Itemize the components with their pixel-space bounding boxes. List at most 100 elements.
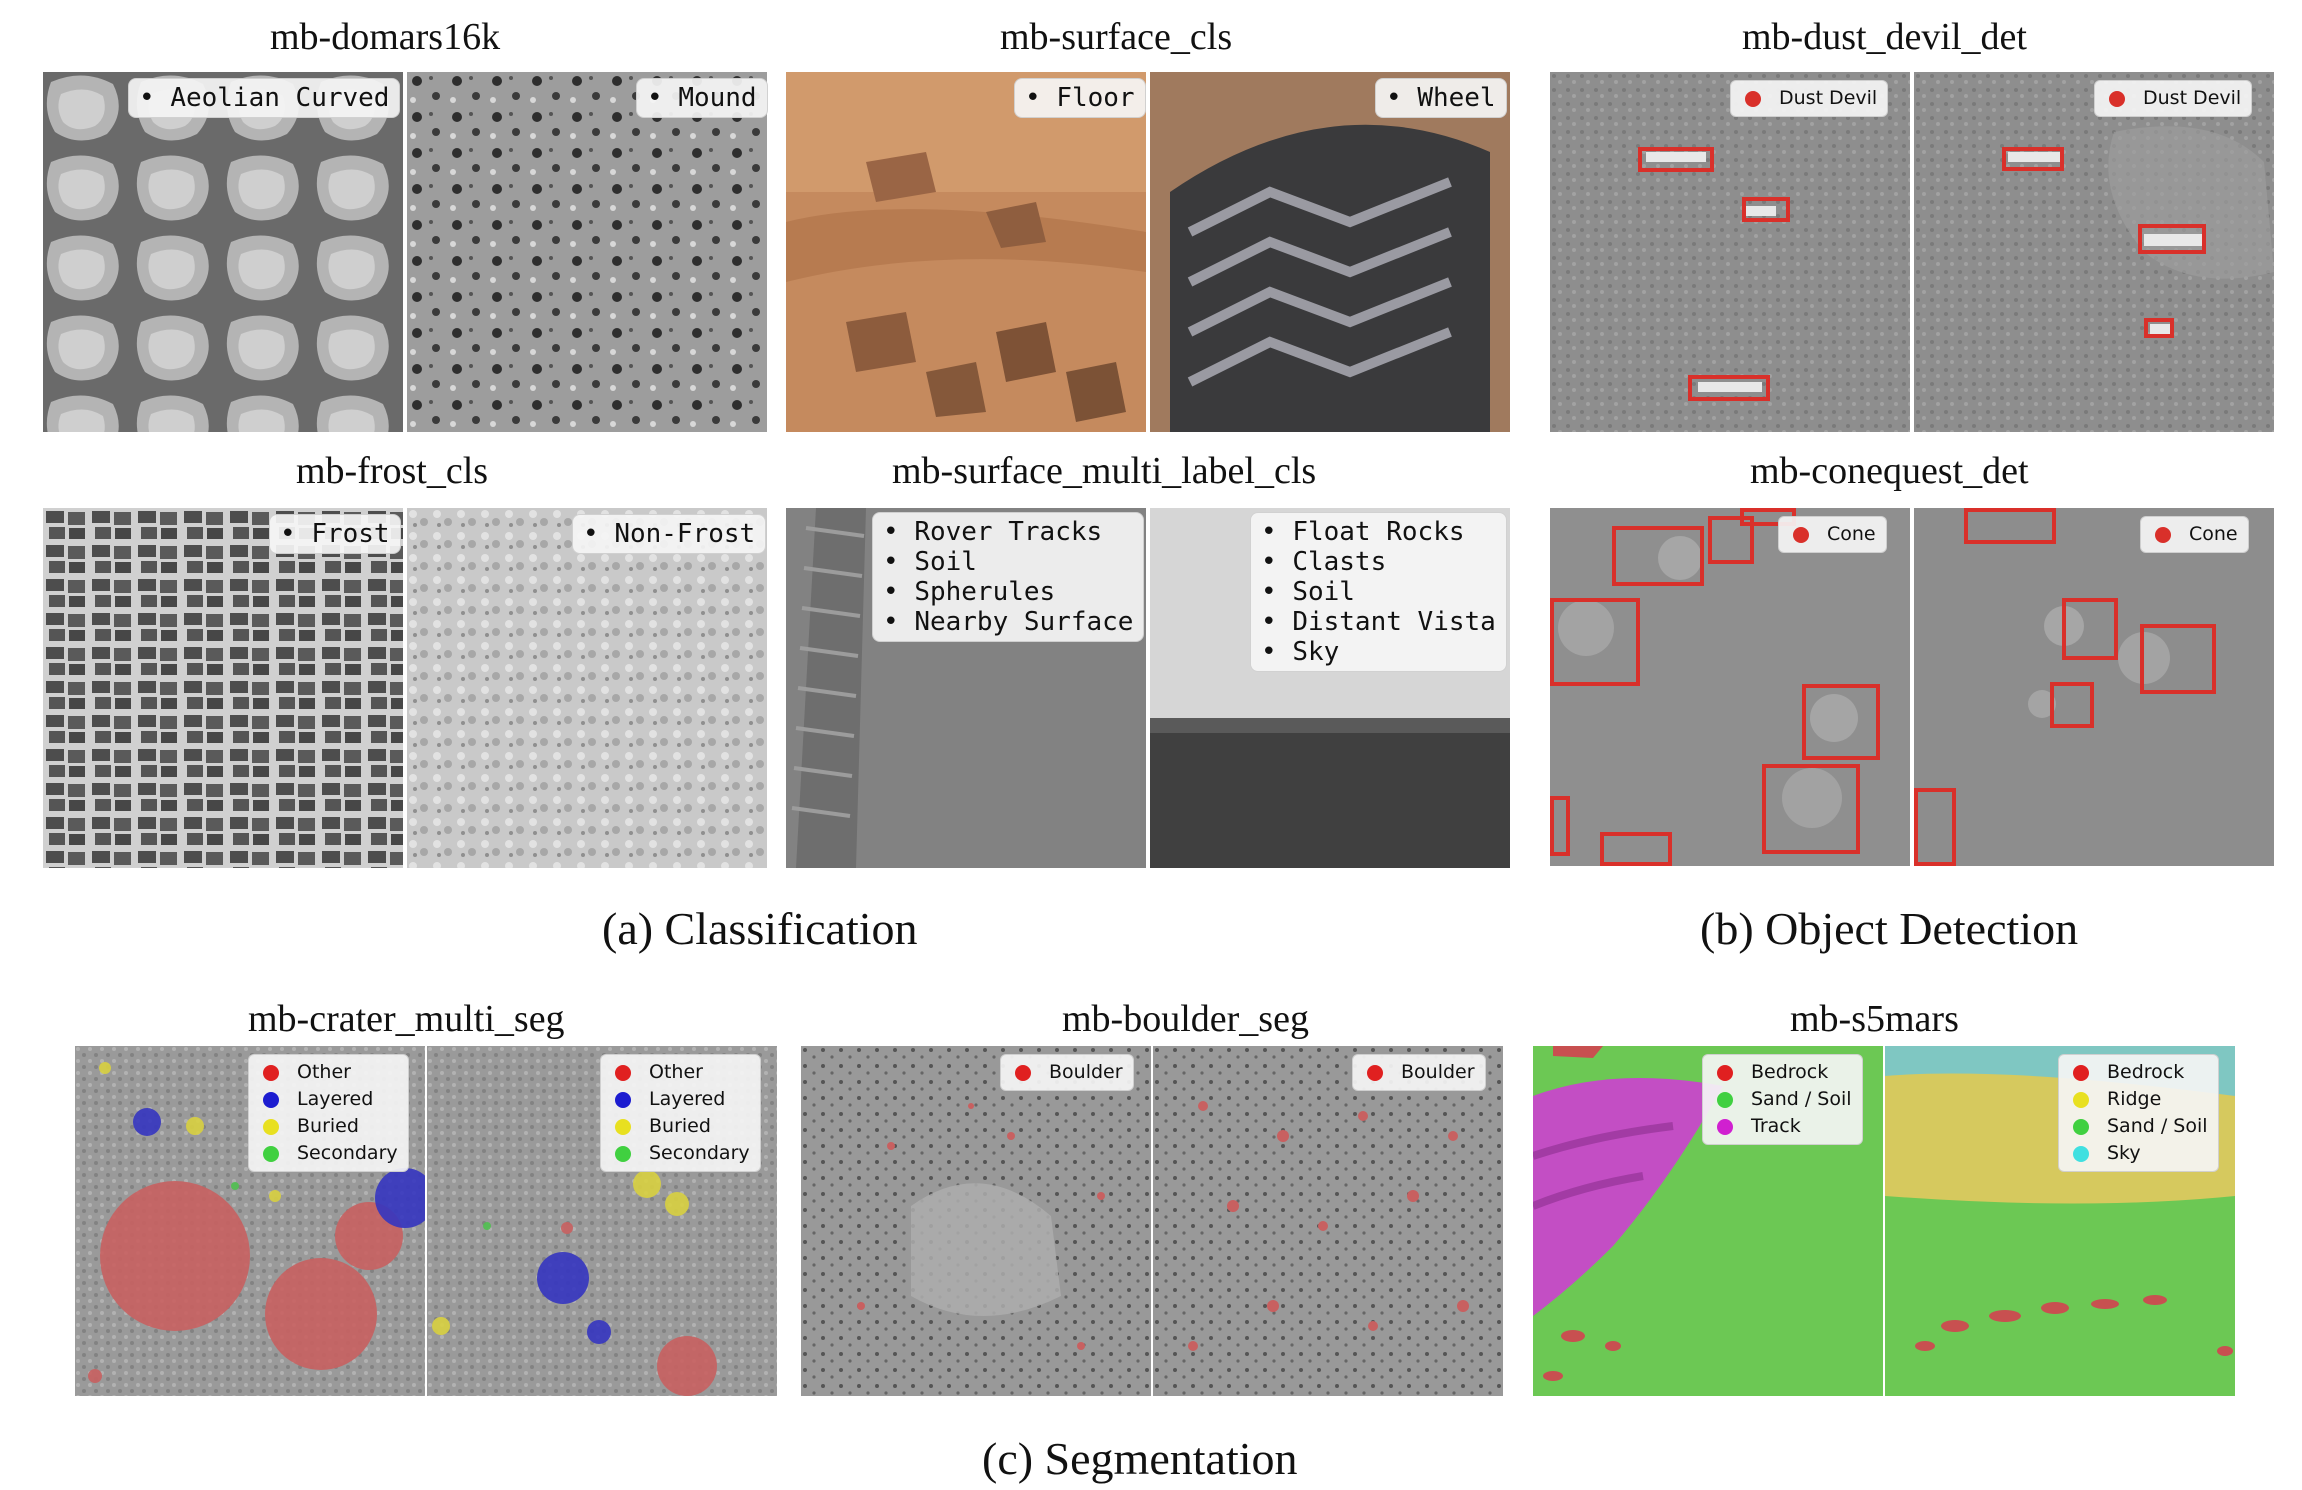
legend-dust-devil-right: Dust Devil [2094,80,2253,117]
legend-label: Bedrock [2107,1061,2185,1083]
title-boulder-seg: mb-boulder_seg [1062,998,1309,1040]
title-frost-cls: mb-frost_cls [296,450,489,492]
legend-dot [1745,90,1761,107]
legend-item: Sand / Soil [1711,1086,1852,1113]
legend-dot [1793,526,1809,543]
label-text: Sky [1261,637,1496,667]
legend-dot [2073,1064,2089,1081]
legend-label: Dust Devil [2143,87,2242,109]
image-mound [407,72,767,432]
title-surface-multi-label-cls: mb-surface_multi_label_cls [892,450,1317,492]
legend-dot [263,1118,279,1135]
legend-dot [1717,1064,1733,1081]
image-non-frost [407,508,767,868]
bbox-cone [1612,526,1704,586]
title-conequest-det: mb-conequest_det [1750,450,2029,492]
legend-label: Secondary [649,1142,750,1164]
legend-cone-right: Cone [2140,516,2249,553]
bbox-cone [2140,624,2216,694]
caption-segmentation: (c) Segmentation [982,1433,1298,1484]
label-text: Float Rocks [1261,517,1496,547]
legend-item: Cone [1787,521,1876,548]
legend-s5mars-right: Bedrock Ridge Sand / Soil Sky [2058,1054,2219,1172]
bbox-dust-devil [2144,318,2174,338]
label-text: Non-Frost [583,519,755,549]
legend-dot [263,1145,279,1162]
image-floor [786,72,1146,432]
legend-cone-left: Cone [1778,516,1887,553]
legend-label: Sky [2107,1142,2141,1164]
legend-dot [1015,1064,1031,1081]
label-text: Aeolian Curved [139,83,389,113]
legend-item: Ridge [2067,1086,2208,1113]
label-text: Mound [647,83,756,113]
legend-boulder-left: Boulder [1000,1054,1134,1091]
legend-label: Sand / Soil [2107,1115,2208,1137]
legend-label: Track [1751,1115,1801,1137]
label-aeolian-curved: Aeolian Curved [128,78,401,118]
bbox-dust-devil [2002,147,2064,171]
legend-dot [1367,1064,1383,1081]
bbox-cone [1550,598,1640,686]
legend-label: Layered [297,1088,374,1110]
image-dust-devil-left [1550,72,1910,432]
legend-dot [615,1145,631,1162]
image-boulder-left [801,1046,1151,1396]
legend-dot [2155,526,2171,543]
legend-label: Other [297,1061,351,1083]
legend-label: Secondary [297,1142,398,1164]
bbox-cone [1802,684,1880,760]
legend-dot [2073,1145,2089,1162]
legend-label: Ridge [2107,1088,2162,1110]
label-wheel: Wheel [1375,78,1507,118]
legend-crater-left: Other Layered Buried Secondary [248,1054,409,1172]
legend-label: Sand / Soil [1751,1088,1852,1110]
bbox-dust-devil [1742,197,1790,222]
label-text: Wheel [1386,83,1495,113]
legend-crater-right: Other Layered Buried Secondary [600,1054,761,1172]
legend-item: Boulder [1361,1059,1475,1086]
legend-item: Sky [2067,1140,2208,1167]
legend-s5mars-left: Bedrock Sand / Soil Track [1702,1054,1863,1145]
label-mound: Mound [636,78,768,118]
legend-dot [263,1064,279,1081]
legend-boulder-right: Boulder [1352,1054,1486,1091]
legend-item: Other [257,1059,398,1086]
caption-object-detection: (b) Object Detection [1700,903,2079,954]
label-floor: Floor [1014,78,1146,118]
legend-label: Cone [1827,523,1876,545]
bbox-dust-devil [1638,147,1714,172]
bbox-dust-devil [2138,224,2206,254]
legend-item: Other [609,1059,750,1086]
label-text: Clasts [1261,547,1496,577]
title-crater-multi-seg: mb-crater_multi_seg [248,998,565,1040]
legend-item: Dust Devil [1739,85,1877,112]
legend-label: Boulder [1401,1061,1475,1083]
label-multi-left: Rover Tracks Soil Spherules Nearby Surfa… [872,512,1145,642]
label-text: Nearby Surface [883,607,1133,637]
label-multi-right: Float Rocks Clasts Soil Distant Vista Sk… [1250,512,1507,672]
caption-classification: (a) Classification [602,903,918,954]
legend-item: Buried [609,1113,750,1140]
legend-dot [1717,1091,1733,1108]
bbox-cone [1550,796,1570,856]
bbox-cone [1914,788,1956,866]
legend-dust-devil-left: Dust Devil [1730,80,1889,117]
bbox-cone [1708,516,1754,564]
legend-item: Bedrock [2067,1059,2208,1086]
legend-item: Cone [2149,521,2238,548]
bbox-cone [1600,832,1672,866]
label-text: Spherules [883,577,1133,607]
title-s5mars: mb-s5mars [1790,998,1959,1040]
legend-label: Layered [649,1088,726,1110]
legend-label: Buried [297,1115,359,1137]
legend-dot [615,1118,631,1135]
label-non-frost: Non-Frost [572,514,767,554]
title-domars16k: mb-domars16k [270,16,501,58]
legend-label: Other [649,1061,703,1083]
image-boulder-right [1153,1046,1503,1396]
legend-dot [2073,1118,2089,1135]
bbox-dust-devil [1688,375,1770,401]
bbox-cone [1762,764,1860,854]
legend-item: Boulder [1009,1059,1123,1086]
